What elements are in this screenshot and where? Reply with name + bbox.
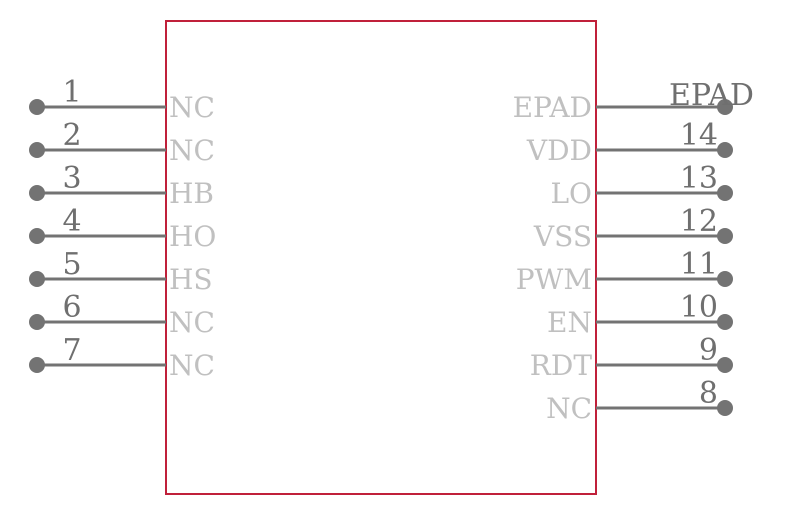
- left-pin-1: 1 NC: [29, 75, 215, 124]
- pin-name: NC: [169, 134, 215, 167]
- right-pin-9: 9 RDT: [530, 333, 733, 382]
- pin-name: NC: [546, 392, 592, 425]
- right-pin-8: 8 NC: [546, 376, 733, 425]
- left-pin-7: 7 NC: [29, 333, 215, 382]
- right-pin-group: EPAD EPAD 14 VDD 13 LO 12 VSS 11 PWM 10 EN 9 RDT 8 NC: [513, 78, 754, 425]
- left-pin-4: 4 HO: [29, 204, 216, 253]
- pin-number: EPAD: [669, 78, 754, 113]
- pin-name: NC: [169, 349, 215, 382]
- pin-number: 11: [680, 247, 718, 282]
- pin-name: RDT: [530, 349, 593, 382]
- pin-name: PWM: [516, 263, 592, 296]
- right-pin-13: 13 LO: [550, 161, 733, 210]
- pin-name: VDD: [526, 134, 592, 167]
- pin-number: 4: [62, 204, 81, 239]
- pin-terminal[interactable]: [29, 142, 45, 158]
- pin-terminal[interactable]: [29, 314, 45, 330]
- pin-terminal[interactable]: [717, 228, 733, 244]
- pin-number: 13: [680, 161, 718, 196]
- pin-number: 2: [62, 118, 81, 153]
- pin-number: 7: [62, 333, 81, 368]
- pin-terminal[interactable]: [717, 185, 733, 201]
- pin-terminal[interactable]: [717, 99, 733, 115]
- left-pin-6: 6 NC: [29, 290, 215, 339]
- pin-terminal[interactable]: [717, 271, 733, 287]
- pin-number: 5: [62, 247, 81, 282]
- pin-name: LO: [550, 177, 592, 210]
- pin-number: 1: [62, 75, 81, 110]
- left-pin-2: 2 NC: [29, 118, 215, 167]
- ic-body-outline: [165, 20, 597, 495]
- pin-name: EN: [547, 306, 592, 339]
- pin-name: NC: [169, 306, 215, 339]
- left-pin-5: 5 HS: [29, 247, 213, 296]
- pin-name: HS: [169, 263, 213, 296]
- pin-name: HB: [169, 177, 214, 210]
- pin-terminal[interactable]: [29, 228, 45, 244]
- right-pin-11: 11 PWM: [516, 247, 733, 296]
- pin-terminal[interactable]: [717, 357, 733, 373]
- pin-terminal[interactable]: [717, 142, 733, 158]
- pin-terminal[interactable]: [717, 400, 733, 416]
- left-pin-3: 3 HB: [29, 161, 214, 210]
- pin-number: 3: [62, 161, 81, 196]
- pin-terminal[interactable]: [29, 99, 45, 115]
- pin-number: 8: [699, 376, 718, 411]
- pin-name: VSS: [533, 220, 592, 253]
- pin-number: 14: [680, 118, 718, 153]
- pin-terminal[interactable]: [29, 357, 45, 373]
- right-pin-12: 12 VSS: [533, 204, 733, 253]
- right-pin-10: 10 EN: [547, 290, 733, 339]
- pin-number: 9: [699, 333, 718, 368]
- pin-number: 6: [62, 290, 81, 325]
- right-pin-14: 14 VDD: [526, 118, 733, 167]
- pin-terminal[interactable]: [29, 185, 45, 201]
- pin-number: 12: [680, 204, 718, 239]
- pin-terminal[interactable]: [717, 314, 733, 330]
- pin-terminal[interactable]: [29, 271, 45, 287]
- right-pin-EPAD: EPAD EPAD: [513, 78, 754, 124]
- pin-name: NC: [169, 91, 215, 124]
- pin-name: EPAD: [513, 91, 592, 124]
- pin-name: HO: [169, 220, 216, 253]
- pin-number: 10: [680, 290, 718, 325]
